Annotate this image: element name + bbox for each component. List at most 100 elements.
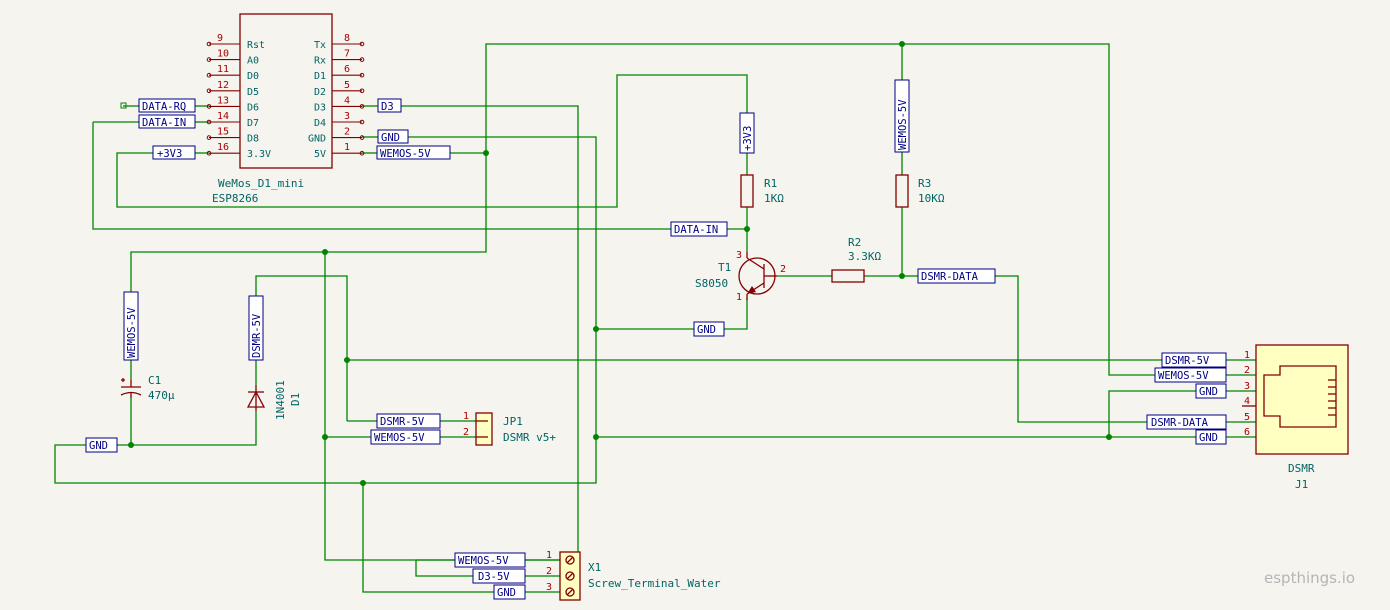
label-data-in-mid: DATA-IN <box>674 224 718 236</box>
esp-right-pin-end <box>359 57 365 62</box>
x1-pin-2: 2 <box>546 566 552 577</box>
t1-value: S8050 <box>695 277 728 290</box>
esp-right-pin-name: D1 <box>314 71 326 82</box>
esp-left-pin-number: 12 <box>217 80 229 91</box>
junctions <box>128 41 1112 486</box>
label-d3: D3 <box>381 101 394 113</box>
esp-ref: WeMos_D1_mini <box>218 177 304 190</box>
x1-value: Screw_Terminal_Water <box>588 577 721 590</box>
esp-left-pin-name: D5 <box>247 87 259 98</box>
esp-left-pin-name: Rst <box>247 40 265 51</box>
esp-left-pin-name: D0 <box>247 71 259 82</box>
esp-left-pin-end <box>206 104 212 109</box>
j1-pin-2: 2 <box>1244 365 1250 376</box>
label-dsmr5v-jp1: DSMR-5V <box>380 416 425 428</box>
label-gnd-left: GND <box>89 440 108 452</box>
label-wemos5v-jp1: WEMOS-5V <box>374 432 425 444</box>
label-data-in: DATA-IN <box>142 117 186 129</box>
label-dsmr-data-j1: DSMR-DATA <box>1151 417 1209 429</box>
esp-right-pin-end <box>359 88 365 94</box>
esp-left-pin-end <box>206 135 212 140</box>
label-gnd-j1-3: GND <box>1199 386 1218 398</box>
esp-right-pin-end <box>359 41 365 47</box>
r1-ref: R1 <box>764 177 777 190</box>
label-gnd-x1: GND <box>497 587 516 599</box>
esp-right-pin-number: 4 <box>344 95 350 106</box>
label-dsmr5v-d1: DSMR-5V <box>251 313 263 358</box>
j1-pin-1: 1 <box>1244 350 1250 361</box>
esp-left-pin-number: 15 <box>217 127 229 138</box>
r3-ref: R3 <box>918 177 931 190</box>
esp-left-pin-number: 13 <box>217 95 229 106</box>
transistor-t1: 3 2 1 T1 S8050 <box>695 250 786 303</box>
label-d3-5v: D3-5V <box>478 571 510 583</box>
jumper-jp1: 1 2 JP1 DSMR v5+ <box>463 411 556 446</box>
esp-left-pin-name: 3.3V <box>247 149 271 160</box>
esp-right-pin-end <box>359 119 365 125</box>
x1-pin-3: 3 <box>546 582 552 593</box>
esp-left-pin-name: D6 <box>247 102 259 113</box>
j1-pin-6: 6 <box>1244 427 1250 438</box>
esp-left-pin-number: 16 <box>217 142 229 153</box>
j1-value: DSMR <box>1288 462 1315 475</box>
label-gnd-t1: GND <box>697 324 716 336</box>
esp-left-pin-end <box>206 57 212 62</box>
watermark: espthings.io <box>1264 569 1355 587</box>
label-3v3-vert: +3V3 <box>742 126 754 151</box>
esp-left-pin-name: D8 <box>247 134 259 145</box>
jp1-pin-2: 2 <box>463 427 469 438</box>
esp-left-pin-name: A0 <box>247 56 259 67</box>
t1-pin-2: 2 <box>780 264 786 275</box>
esp-left-pin-name: D7 <box>247 118 259 129</box>
connector-j1: 1 2 3 4 5 6 DSMR J1 <box>1242 344 1349 491</box>
net-labels: DATA-RQ DATA-IN +3V3 D3 GND WEMOS-5V +3V… <box>85 79 1227 600</box>
label-wemos5v-j1: WEMOS-5V <box>1158 370 1209 382</box>
resistor-r3: R3 10KΩ <box>895 174 945 208</box>
jp1-pin-1: 1 <box>463 411 469 422</box>
esp-right-pin-end <box>359 104 365 109</box>
esp-right-pin-end <box>359 135 365 140</box>
j1-pin-5: 5 <box>1244 412 1250 423</box>
label-dsmr5v-j1: DSMR-5V <box>1165 355 1210 367</box>
esp-value: ESP8266 <box>212 192 258 205</box>
esp-right-pin-name: Rx <box>314 56 326 67</box>
esp-right-pin-name: D2 <box>314 87 326 98</box>
esp-right-pin-end <box>359 72 365 78</box>
r1-value: 1KΩ <box>764 192 784 205</box>
esp-left-pin-number: 10 <box>217 49 229 60</box>
diode-d1: 1N4001 D1 <box>246 380 302 420</box>
capacitor-c1: C1 470µ <box>120 374 175 402</box>
wires <box>54 43 1256 593</box>
j1-pin-4: 4 <box>1244 396 1250 407</box>
r2-ref: R2 <box>848 236 861 249</box>
esp-left-pin-number: 9 <box>217 33 223 44</box>
esp-right-pin-number: 2 <box>344 127 350 138</box>
resistor-r1: R1 1KΩ <box>740 174 784 208</box>
t1-ref: T1 <box>718 261 731 274</box>
j1-ref: J1 <box>1295 478 1308 491</box>
esp-right-pin-name: GND <box>308 134 326 145</box>
jp1-value: DSMR v5+ <box>503 431 556 444</box>
resistor-r2: R2 3.3KΩ <box>831 236 881 283</box>
esp-right-pin-number: 7 <box>344 49 350 60</box>
esp-left-pin-end <box>206 41 212 47</box>
r2-value: 3.3KΩ <box>848 250 881 263</box>
esp-left-pin-end <box>206 72 212 78</box>
label-wemos5v-x1: WEMOS-5V <box>458 555 509 567</box>
esp-right-pin-name: Tx <box>314 40 326 51</box>
esp-left-pin-end <box>206 150 212 156</box>
j1-pin-3: 3 <box>1244 381 1250 392</box>
x1-pin-1: 1 <box>546 550 552 561</box>
d1-value: 1N4001 <box>274 380 287 420</box>
c1-value: 470µ <box>148 389 175 402</box>
esp-right-pin-number: 3 <box>344 111 350 122</box>
esp-left-pin-number: 14 <box>217 111 229 122</box>
label-gnd-esp: GND <box>381 132 400 144</box>
esp-right-pin-name: D4 <box>314 118 326 129</box>
label-dsmr-data-mid: DSMR-DATA <box>921 271 979 283</box>
label-data-rq: DATA-RQ <box>142 101 186 113</box>
x1-ref: X1 <box>588 561 601 574</box>
esp-right-pin-number: 1 <box>344 142 350 153</box>
t1-pin-3: 3 <box>736 250 742 261</box>
